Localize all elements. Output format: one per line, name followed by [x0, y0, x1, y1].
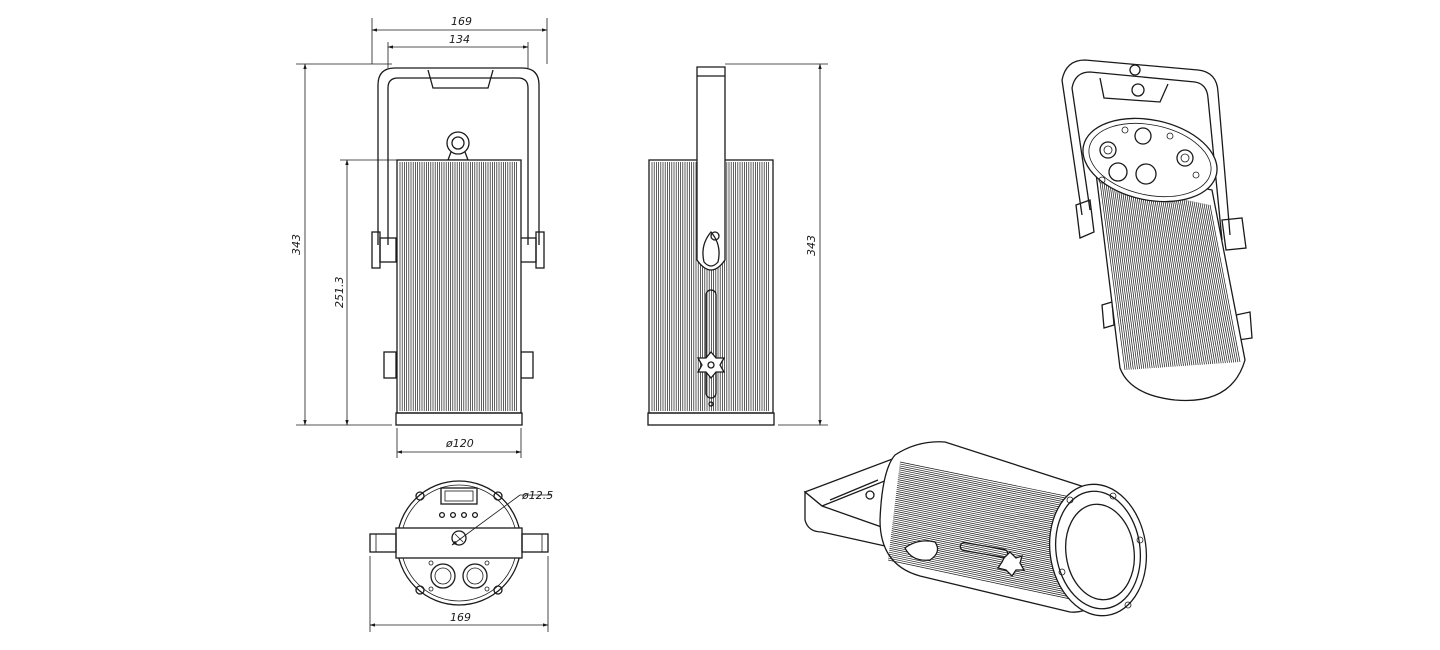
- iso-view-bottom: [803, 441, 1148, 617]
- dim-diameter-120-label: ø120: [445, 437, 474, 450]
- side-dimensions: 343: [725, 63, 828, 426]
- dim-height-251-label: 251.3: [333, 277, 346, 309]
- side-view: [647, 66, 775, 426]
- front-dimensions: 169 134 343 251.3 ø120: [290, 15, 548, 458]
- dim-bottom-width-169-label: 169: [450, 611, 471, 624]
- dim-side-height-343-label: 343: [805, 235, 818, 256]
- front-cooling-fins: [399, 162, 517, 411]
- dim-height-343-label: 343: [290, 234, 303, 255]
- bottom-dimensions: 169: [369, 556, 549, 632]
- front-view: [371, 67, 545, 426]
- dim-width-169-label: 169: [451, 15, 472, 28]
- iso-top-cooling-fins: [1099, 181, 1241, 371]
- iso-view-top: [1061, 59, 1253, 402]
- bottom-view: ø12.5: [369, 480, 553, 606]
- dim-diameter-12-5-label: ø12.5: [521, 489, 553, 502]
- dim-width-134-label: 134: [449, 33, 470, 46]
